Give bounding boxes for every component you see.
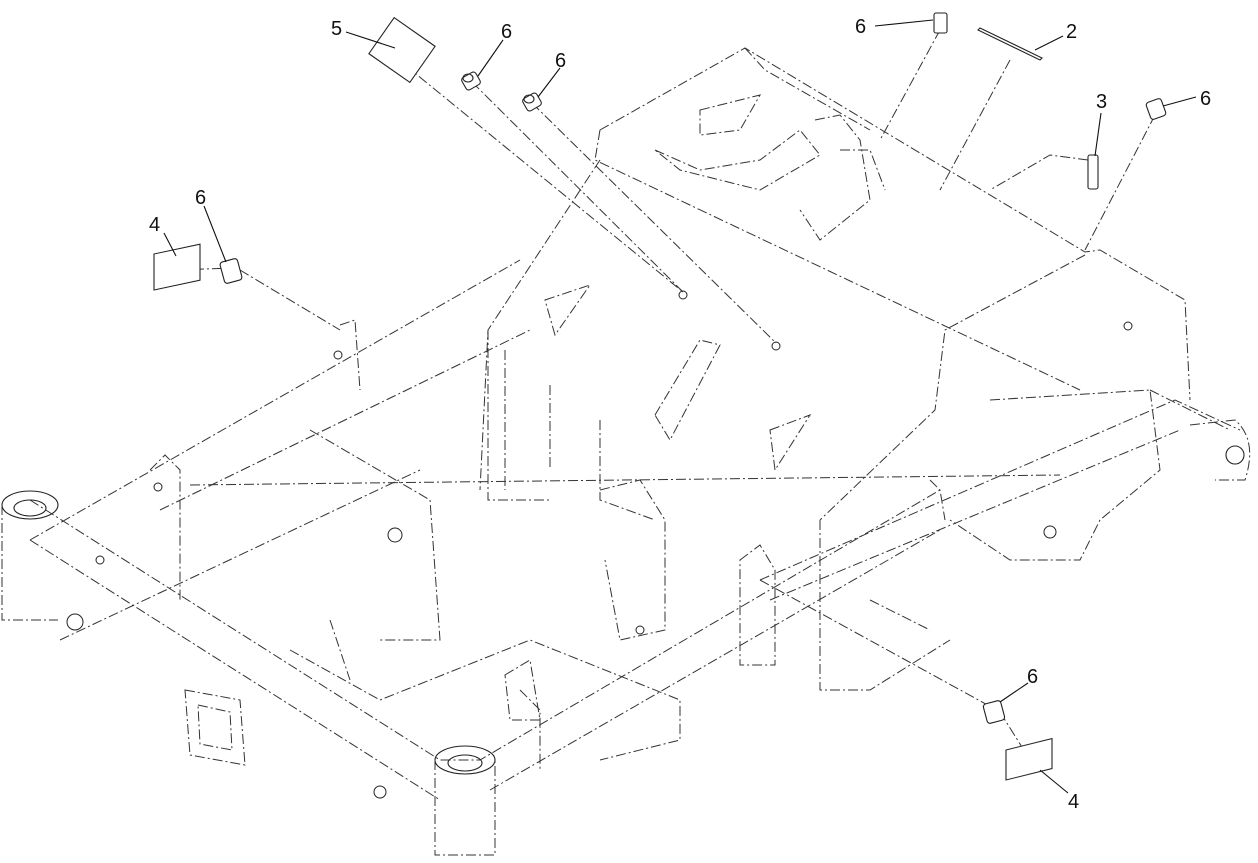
plate-part-2	[977, 27, 1043, 61]
callout-4-b: 4	[1068, 791, 1079, 813]
mower-frame	[1, 47, 1251, 856]
callout-5: 5	[331, 18, 342, 40]
decal-part-4-b	[1005, 737, 1053, 781]
callout-6-b: 6	[555, 50, 566, 72]
bushing-part-6-f	[982, 700, 1006, 724]
callout-6-e: 6	[195, 187, 206, 209]
callout-leaders	[163, 19, 1197, 794]
callout-4-a: 4	[149, 214, 160, 236]
callout-6-c: 6	[855, 16, 866, 38]
decal-part-3	[1087, 154, 1099, 190]
decal-part-4-a	[153, 243, 201, 291]
callout-labels: 5 6 6 6 2 3 6 4 6 6 4	[149, 16, 1211, 813]
decal-part-5	[368, 16, 436, 84]
callout-6-f: 6	[1027, 666, 1038, 688]
callout-2: 2	[1066, 21, 1077, 43]
bushing-part-6-d	[1145, 98, 1167, 120]
bushing-part-6-e	[219, 258, 243, 284]
projection-lines	[175, 29, 1156, 761]
bushing-part-6-c	[933, 12, 948, 34]
bushing-part-6-a	[461, 71, 481, 91]
callout-3: 3	[1096, 91, 1107, 113]
callout-6-a: 6	[501, 21, 512, 43]
bushing-part-6-b	[522, 92, 542, 112]
callout-6-d: 6	[1200, 88, 1211, 110]
